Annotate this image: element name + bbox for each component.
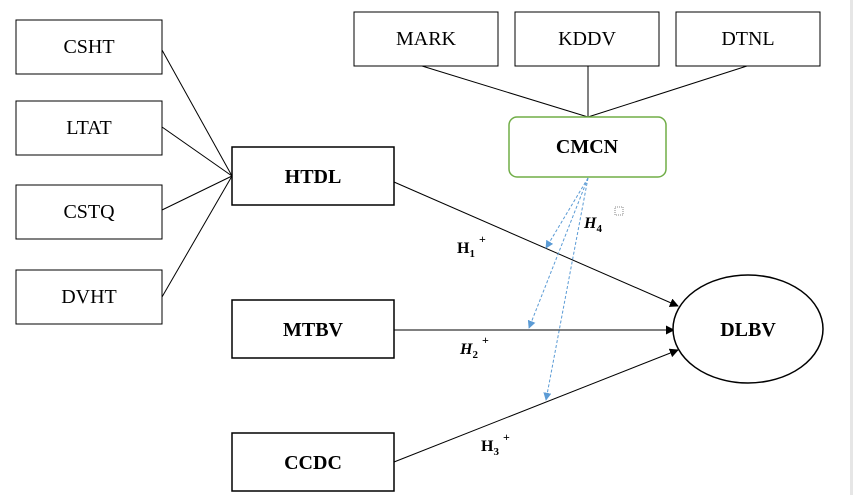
- indicator-connectors: [161, 49, 748, 298]
- construct-ellipse-dlbv: [672, 274, 824, 384]
- hypothesis-label-h4: H4: [583, 215, 602, 235]
- construct-box-ccdc: [231, 432, 395, 492]
- placeholder-glyph-icon: [614, 206, 624, 216]
- indicator-label-cstq: CSTQ: [63, 201, 115, 223]
- indicator-box-dtnl: [675, 11, 821, 67]
- construct-box-mtbv: [231, 299, 395, 359]
- construct-label-cmcn: CMCN: [556, 136, 619, 158]
- indicator-label-dtnl: DTNL: [721, 28, 774, 50]
- connector-dtnl-cmcn: [587, 65, 748, 118]
- connector-dvht-htdl: [161, 175, 233, 298]
- moderator-arrow-h1: [545, 177, 589, 249]
- construct-label-ccdc: CCDC: [284, 452, 342, 474]
- construct-box-htdl: [231, 146, 395, 206]
- path-htdl-dlbv: [393, 181, 679, 307]
- connector-mark-cmcn: [421, 65, 589, 118]
- indicator-label-ltat: LTAT: [66, 117, 111, 139]
- hypothesis-label-h3: H3+: [481, 430, 510, 458]
- moderator-arrow-h2: [527, 177, 589, 329]
- hypothesis-labels: H1+ H2+ H3+ H4: [457, 206, 624, 458]
- indicator-label-kddv: KDDV: [558, 28, 616, 50]
- indicator-label-dvht: DVHT: [61, 286, 117, 308]
- left-indicators: CSHT LTAT CSTQ DVHT: [15, 19, 163, 325]
- indicator-box-mark: [353, 11, 499, 67]
- construct-box-cmcn: [508, 116, 667, 178]
- constructs: HTDL MTBV CCDC CMCN DLBV: [231, 116, 824, 492]
- indicator-label-csht: CSHT: [63, 36, 114, 58]
- connector-cstq-htdl: [161, 175, 233, 211]
- indicator-box-kddv: [514, 11, 660, 67]
- indicator-box-dvht: [15, 269, 163, 325]
- hypothesis-label-h2: H2+: [459, 333, 489, 361]
- construct-label-mtbv: MTBV: [283, 319, 344, 341]
- indicator-label-mark: MARK: [396, 28, 457, 50]
- moderator-arrow-h3: [543, 177, 589, 401]
- indicator-box-csht: [15, 19, 163, 75]
- path-ccdc-dlbv: [393, 348, 679, 463]
- structural-paths: [393, 181, 679, 463]
- top-indicators: MARK KDDV DTNL: [353, 11, 821, 67]
- indicator-box-cstq: [15, 184, 163, 240]
- right-edge-bar: [850, 0, 853, 495]
- connector-csht-htdl: [161, 49, 233, 177]
- construct-label-htdl: HTDL: [285, 166, 342, 188]
- connector-ltat-htdl: [161, 126, 233, 177]
- indicator-box-ltat: [15, 100, 163, 156]
- moderator-paths: [527, 177, 589, 401]
- construct-label-dlbv: DLBV: [720, 319, 776, 341]
- hypothesis-label-h1: H1+: [457, 232, 486, 260]
